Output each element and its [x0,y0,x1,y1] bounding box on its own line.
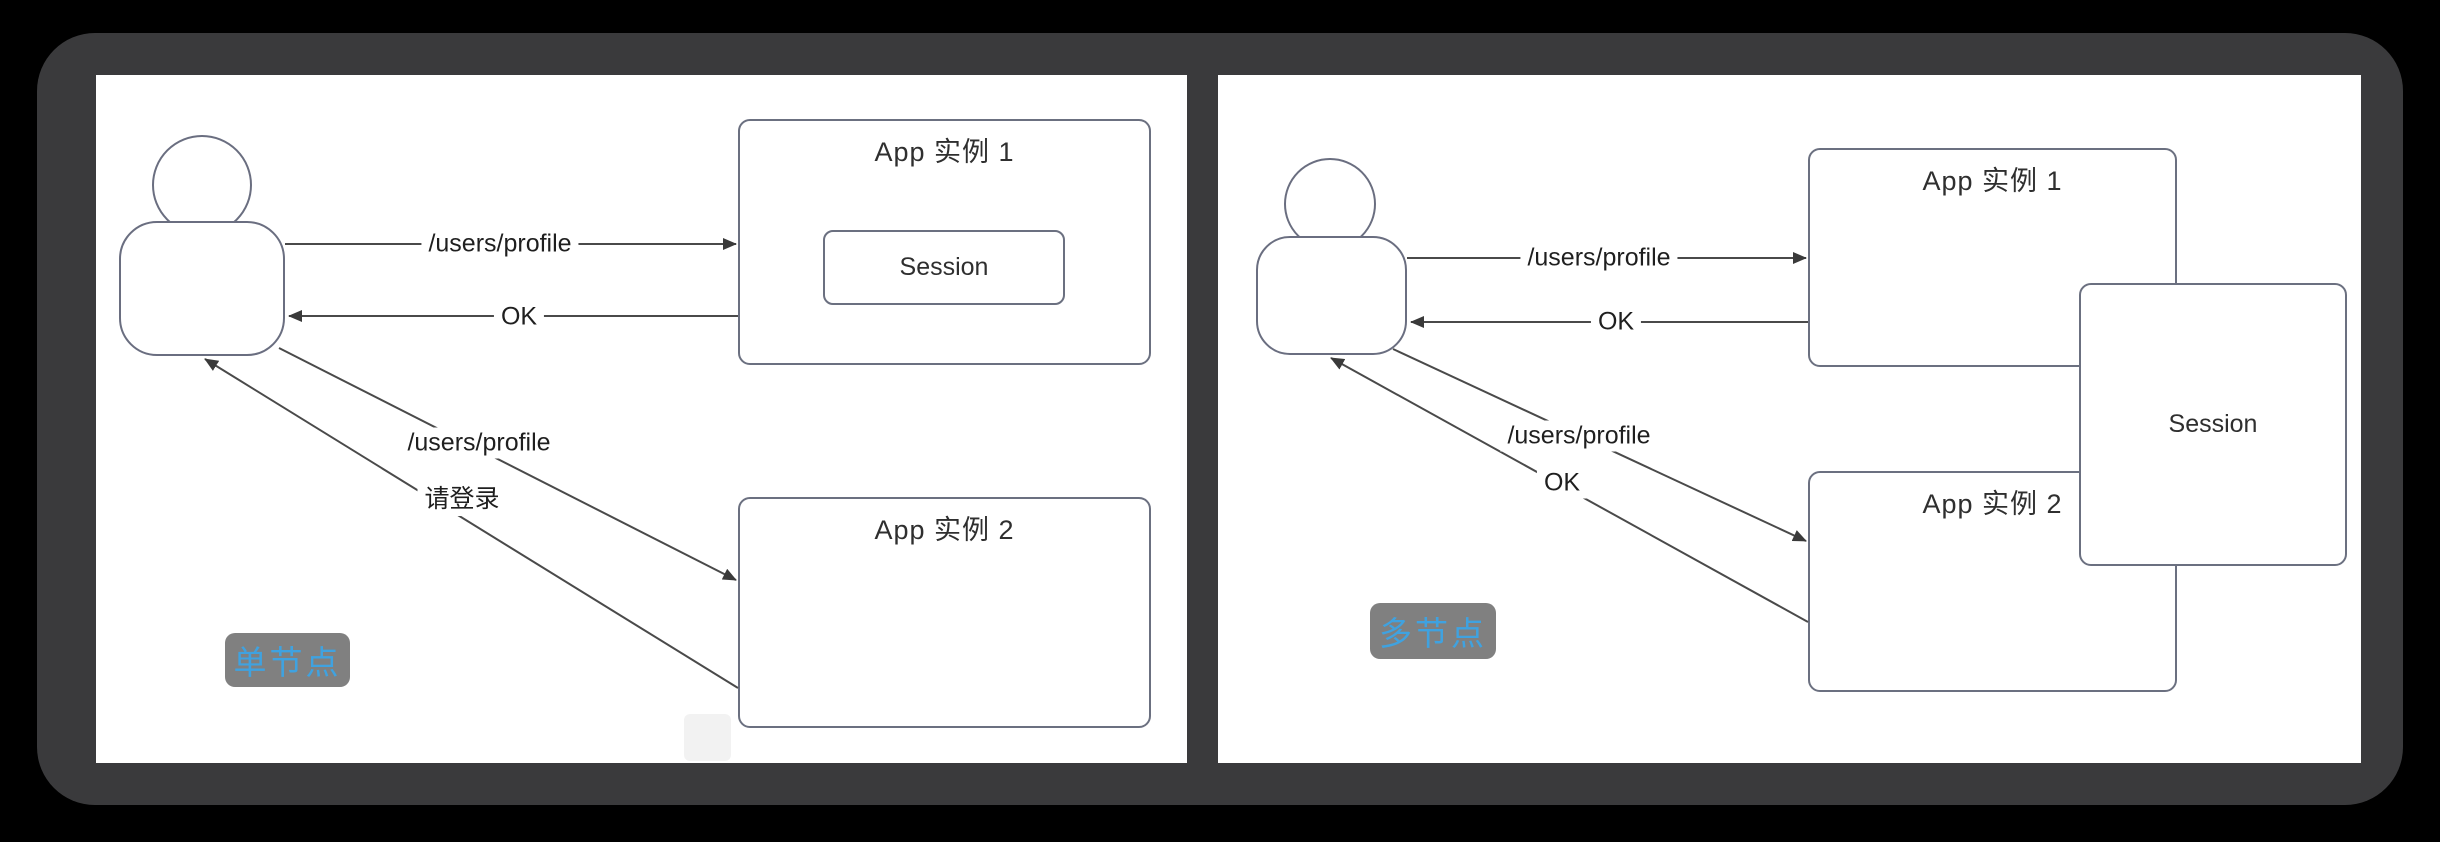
session-box: Session [823,230,1065,305]
shared-session-box: Session [2079,283,2347,566]
app-instance-1-box: App 实例 1 Session [738,119,1151,365]
app-instance-2-box: App 实例 2 [738,497,1151,728]
app-window: App 实例 1 Session App 实例 2 /users/profile… [37,33,2403,805]
watermark-artifact [684,714,731,761]
edge-label-request-app2: /users/profile [1500,420,1658,452]
edge-label-ok-app1: OK [493,301,545,333]
edge-label-please-login: 请登录 [417,478,507,516]
edge-label-request-app2: /users/profile [400,427,558,459]
user-body-icon [119,221,285,356]
app-instance-1-title: App 实例 1 [874,137,1015,167]
user-body-icon [1256,236,1407,355]
diagram-panel-single-node: App 实例 1 Session App 实例 2 /users/profile… [96,75,1187,763]
app-instance-2-title: App 实例 2 [874,515,1015,545]
app-instance-2-title: App 实例 2 [1922,489,2063,519]
user-head-icon [152,135,252,235]
edge-label-request-app1: /users/profile [1520,242,1678,274]
diagram-panel-multi-node: App 实例 1 App 实例 2 Session /users/profile… [1218,75,2361,763]
edge-label-ok-app2: OK [1536,467,1588,499]
arrow-user-to-app2 [278,347,737,581]
edge-label-request-app1: /users/profile [421,228,579,260]
user-head-icon [1284,158,1376,250]
app-instance-1-title: App 实例 1 [1922,166,2063,196]
multi-node-badge: 多节点 [1370,603,1496,659]
single-node-badge: 单节点 [225,633,350,687]
arrow-app2-to-user [204,358,739,689]
edge-label-ok-app1: OK [1590,306,1642,338]
